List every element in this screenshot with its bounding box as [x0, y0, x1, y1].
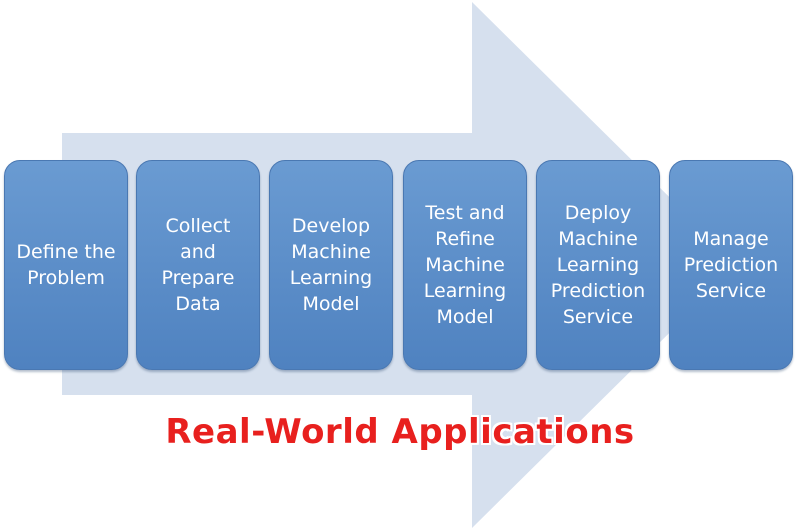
step-label: Develop Machine Learning Model [289, 215, 373, 315]
caption-title: Real-World Applications [165, 412, 635, 452]
step-label: Test and Refine Machine Learning Model [423, 202, 507, 328]
step-box-deploy-service: Deploy Machine Learning Prediction Servi… [536, 160, 660, 370]
step-box-manage-service: Manage Prediction Service [669, 160, 793, 370]
step-box-collect-data: Collect and Prepare Data [136, 160, 260, 370]
arrow-shape [62, 2, 738, 528]
step-box-develop-model: Develop Machine Learning Model [269, 160, 393, 370]
step-label: Deploy Machine Learning Prediction Servi… [550, 202, 646, 328]
step-label: Manage Prediction Service [683, 228, 779, 302]
step-label: Collect and Prepare Data [161, 215, 235, 315]
step-box-define-problem: Define the Problem [4, 160, 128, 370]
step-label: Define the Problem [16, 241, 116, 289]
step-box-test-refine: Test and Refine Machine Learning Model [403, 160, 527, 370]
